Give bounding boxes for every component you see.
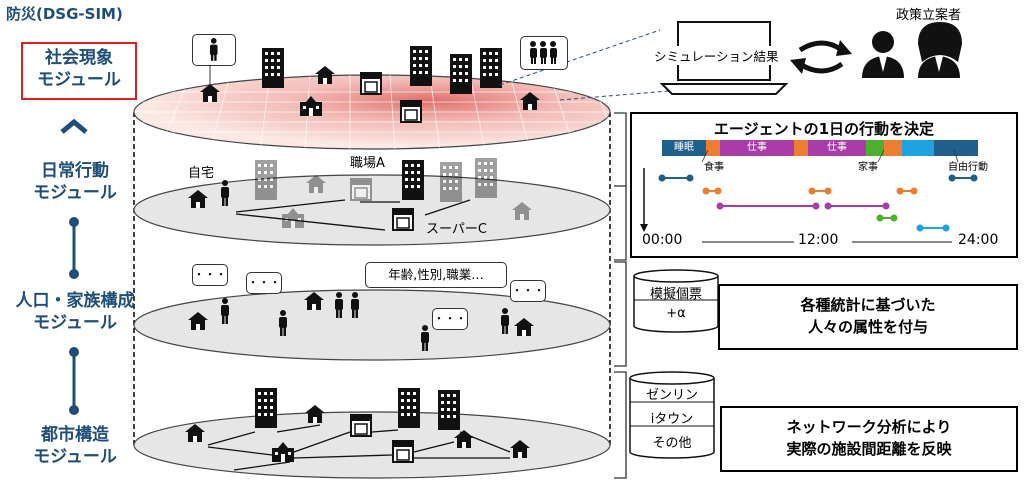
module-population-line1: 人口・家族構成 xyxy=(15,291,135,311)
timeline-segment xyxy=(794,140,808,156)
db-pop-item-1: 模擬個票 xyxy=(649,287,702,302)
pop-panel: 各種統計に基づいた 人々の属性を付与 xyxy=(718,284,1018,350)
speech-bubble-group xyxy=(520,36,568,70)
module-urban-line1: 都市構造 xyxy=(41,425,109,445)
db-urban-item-2: iタウン xyxy=(650,412,694,427)
speech-bubble-dots: ・・・ xyxy=(510,280,546,302)
module-daily: 日常行動 モジュール xyxy=(5,160,145,204)
db-pop-item-2: +α xyxy=(666,306,686,321)
time-mid: 12:00 xyxy=(798,232,839,248)
urban-panel-line2: 実際の施設間距離を反映 xyxy=(786,440,952,458)
label-home: 自宅 xyxy=(188,166,215,181)
module-social-line2: モジュール xyxy=(37,70,121,90)
timeline-bar: 睡眠仕事仕事 xyxy=(662,140,978,156)
speech-bubble-dots: ・・・ xyxy=(246,272,282,294)
db-urban-item-1: ゼンリン xyxy=(645,388,698,403)
pop-panel-line2: 人々の属性を付与 xyxy=(807,318,928,336)
person-icon xyxy=(209,38,218,61)
diagram-title: 防災(DSG-SIM) xyxy=(6,5,123,23)
group-icon xyxy=(530,41,557,64)
timeline-segment xyxy=(706,140,720,156)
module-social: 社会現象 モジュール xyxy=(21,42,137,100)
module-urban-line2: モジュール xyxy=(33,447,117,467)
module-urban: 都市構造 モジュール xyxy=(5,424,145,468)
annotation-meal: 食事 xyxy=(704,162,724,173)
timeline-segment xyxy=(934,140,978,156)
timeline-segment: 睡眠 xyxy=(662,140,706,156)
module-social-line1: 社会現象 xyxy=(45,48,113,68)
label-workplace: 職場A xyxy=(350,156,385,171)
timeline-segment xyxy=(884,140,902,156)
speech-bubble-person xyxy=(192,34,236,66)
simulation-result-label: シミュレーション結果 xyxy=(652,46,781,65)
agent-panel-title: エージェントの1日の行動を決定 xyxy=(713,120,935,138)
speech-bubble-attributes: 年齢,性別,職業… xyxy=(365,262,507,288)
timeline-segment xyxy=(902,140,934,156)
speech-bubble-dots: ・・・ xyxy=(192,264,228,286)
annotation-housework: 家事 xyxy=(858,162,878,173)
module-population-line2: モジュール xyxy=(33,313,117,333)
policy-makers-label: 政策立案者 xyxy=(896,8,962,23)
urban-panel-line1: ネットワーク分析により xyxy=(786,418,952,436)
annotation-free-time: 自由行動 xyxy=(948,162,988,173)
module-population: 人口・家族構成 モジュール xyxy=(0,290,150,334)
module-daily-line2: モジュール xyxy=(33,183,117,203)
time-start: 00:00 xyxy=(642,232,683,248)
time-end: 24:00 xyxy=(958,232,999,248)
timeline-segment: 仕事 xyxy=(720,140,794,156)
label-supermarket: スーパーC xyxy=(426,222,487,237)
db-urban-item-3: その他 xyxy=(652,436,692,451)
timeline-segment: 仕事 xyxy=(808,140,866,156)
pop-panel-line1: 各種統計に基づいた xyxy=(800,296,936,314)
agent-day-panel: エージェントの1日の行動を決定 睡眠仕事仕事 食事 家事 自由行動 xyxy=(630,112,1018,258)
module-daily-line1: 日常行動 xyxy=(41,161,109,181)
timeline-segment xyxy=(866,140,884,156)
urban-panel: ネットワーク分析により 実際の施設間距離を反映 xyxy=(720,406,1018,472)
speech-bubble-dots: ・・・ xyxy=(432,308,468,330)
timeline-chart xyxy=(640,149,978,243)
